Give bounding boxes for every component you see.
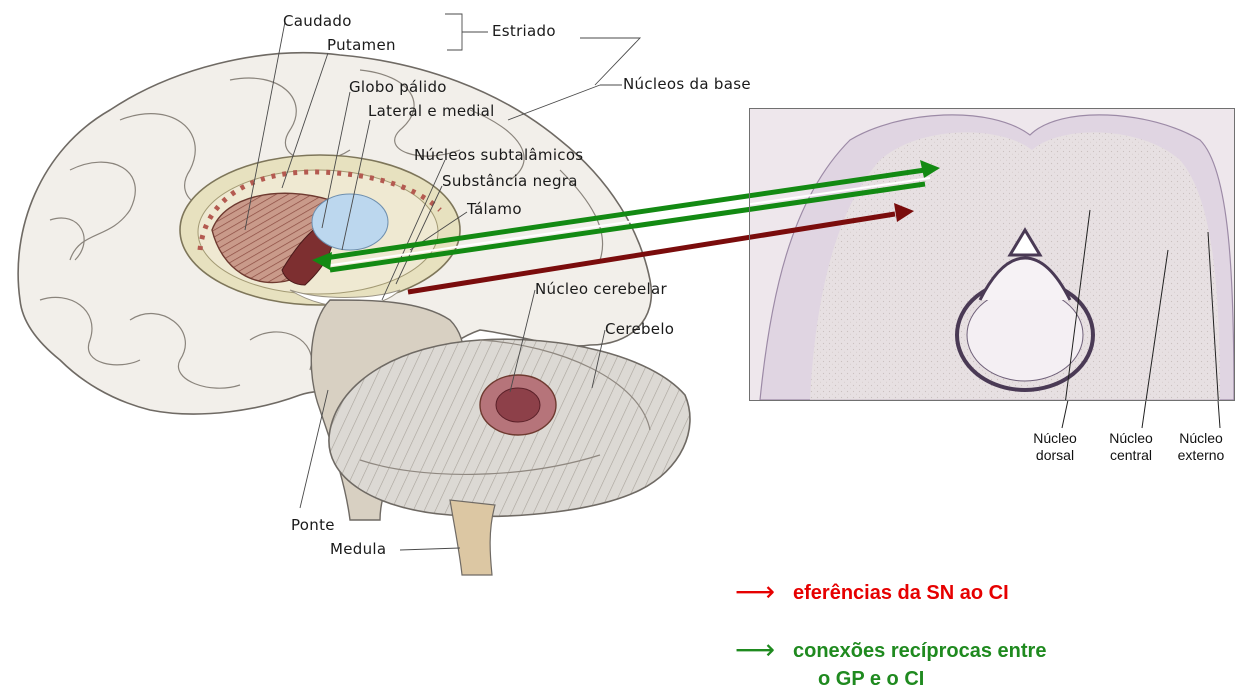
nucleo-externo-line2: externo	[1170, 447, 1232, 464]
label-nucleos-base: Núcleos da base	[623, 75, 751, 93]
label-nucleo-cerebelar: Núcleo cerebelar	[535, 280, 667, 298]
label-lateral-medial: Lateral e medial	[368, 102, 495, 120]
label-talamo: Tálamo	[467, 200, 522, 218]
legend-reciprocal-text-line1: conexões recíprocas entre	[793, 638, 1046, 665]
nucleo-central-line1: Núcleo	[1100, 430, 1162, 447]
label-putamen: Putamen	[327, 36, 396, 54]
nucleo-central-line2: central	[1100, 447, 1162, 464]
label-nucleo-externo: Núcleo externo	[1170, 430, 1232, 464]
label-cerebelo: Cerebelo	[605, 320, 674, 338]
histology-panel	[749, 108, 1235, 401]
label-caudado: Caudado	[283, 12, 352, 30]
label-nucleo-central: Núcleo central	[1100, 430, 1162, 464]
label-globo-palido: Globo pálido	[349, 78, 447, 96]
label-medula: Medula	[330, 540, 386, 558]
label-nucleo-dorsal: Núcleo dorsal	[1027, 430, 1083, 464]
label-ponte: Ponte	[291, 516, 335, 534]
label-subtalamicos: Núcleos subtalâmicos	[414, 146, 583, 164]
legend-reciprocal-text-line2: o GP e o CI	[818, 666, 924, 693]
nucleo-dorsal-line1: Núcleo	[1027, 430, 1083, 447]
medulla-shape	[450, 500, 495, 575]
nucleo-externo-line1: Núcleo	[1170, 430, 1232, 447]
nucleo-dorsal-line2: dorsal	[1027, 447, 1083, 464]
label-substancia-negra: Substância negra	[442, 172, 578, 190]
legend-efferent-arrow-icon: ⟶	[735, 578, 775, 606]
label-estriado: Estriado	[492, 22, 556, 40]
legend-reciprocal-arrow-icon: ⟶	[735, 636, 775, 664]
legend-efferent-text: eferências da SN ao CI	[793, 580, 1009, 607]
